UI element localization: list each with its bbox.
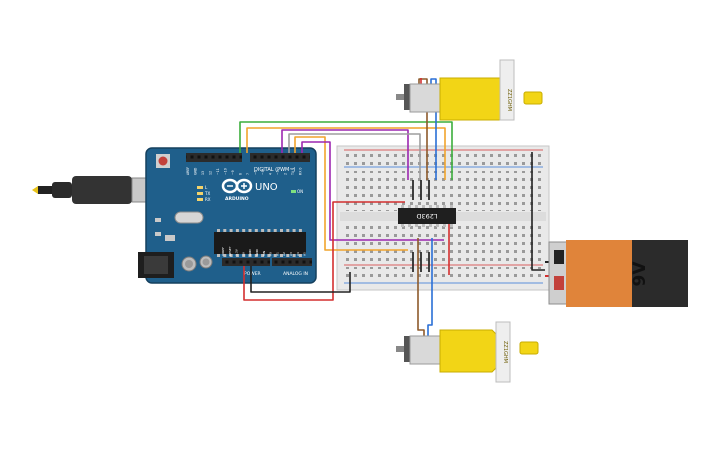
battery-body: [632, 240, 688, 307]
on-label: ON: [297, 189, 303, 194]
battery-terminal-pos: [554, 276, 564, 290]
top-pin-label: ~3: [276, 170, 280, 175]
top-pin-label: 13: [201, 171, 205, 175]
dc-motor-bottom[interactable]: ZZ1GHM: [396, 321, 539, 383]
battery-label: 9V: [630, 261, 650, 287]
wire-motor-bottom-brown[interactable]: [417, 238, 425, 340]
wire-orange-top[interactable]: [246, 127, 446, 180]
bottom-pin-label: A3: [289, 252, 293, 256]
wire-purple-lower[interactable]: [301, 141, 444, 241]
rail-top-holes: [345, 152, 541, 165]
wire-black-right[interactable]: [531, 152, 545, 271]
usb-plug-tip: [38, 186, 52, 194]
usb-plug-arrow-icon: [32, 186, 38, 194]
on-led: [291, 190, 296, 193]
motor-top-label: ZZ1GHM: [506, 89, 512, 111]
bottom-pin-label: IOREF: [221, 247, 225, 256]
battery-9v[interactable]: 9V: [548, 240, 688, 307]
top-pin-label: 7: [246, 173, 250, 175]
atmega-chip: [214, 232, 306, 254]
top-pin-label: 2: [284, 173, 288, 175]
battery-cap: [566, 240, 632, 307]
led-rx: [197, 198, 203, 201]
bottom-pin-label: GND: [248, 248, 252, 256]
usb-cable-strain: [52, 182, 72, 198]
wires: [239, 78, 556, 340]
crystal: [174, 211, 204, 224]
bottom-pin-label: 5V: [241, 251, 245, 256]
wire-grey[interactable]: [288, 133, 421, 180]
bottom-pin-label: VIN: [262, 251, 266, 256]
bottom-pin-label: A1: [275, 252, 279, 256]
led-tx: [197, 192, 203, 195]
led-l: [197, 186, 203, 189]
top-pin-label: ~5: [261, 170, 265, 175]
wire-motor-bottom-blue[interactable]: [427, 238, 433, 340]
battery-terminal-neg: [554, 250, 564, 264]
arduino-infinity-logo-icon: [221, 178, 253, 194]
arduino-brand-label: ARDUINO: [225, 196, 249, 202]
power-label: POWER: [244, 271, 261, 277]
bottom-pin-label: GND: [255, 248, 259, 256]
top-pin-label: GND: [194, 167, 198, 175]
bottom-pin-label: A5: [303, 252, 307, 256]
motor-bottom-gearbox: [439, 329, 501, 373]
led-label-l: L: [205, 185, 208, 190]
top-pin-label: 8: [239, 173, 243, 175]
wire-purple-top[interactable]: [281, 129, 409, 180]
motor-top-clip: [404, 84, 412, 110]
ic-pins: [401, 205, 453, 227]
bottom-pin-label: A2: [282, 252, 286, 256]
bottom-pin-label: A0: [269, 252, 273, 256]
motor-top-wheel-axle: [499, 59, 515, 121]
wire-red-5v[interactable]: [243, 201, 405, 301]
motor-bottom-label: ZZ1GHM: [502, 341, 508, 363]
bottom-pin-label: RESET: [228, 246, 232, 256]
motor-top-can: [409, 83, 441, 113]
top-pin-label: ~6: [254, 170, 258, 175]
chip-pins: [217, 229, 302, 257]
reset-button[interactable]: [158, 156, 168, 166]
motor-bottom-wheel-axle: [495, 321, 511, 383]
digital-label: DIGITAL (PWM~): [254, 167, 296, 173]
wire-orange-long[interactable]: [294, 136, 408, 251]
top-pin-label: 4: [269, 173, 273, 175]
top-pin-label: RX 0: [299, 168, 303, 175]
terminal-upper: [345, 171, 541, 211]
top-pin-label: TX 1: [291, 168, 295, 176]
motor-bottom-tab: [519, 341, 539, 355]
analog-label: ANALOG IN: [283, 271, 308, 277]
usb-plug-body: [72, 176, 132, 204]
uno-label: UNO: [255, 182, 278, 193]
led-label-rx: RX: [205, 197, 211, 202]
ic-body: [398, 208, 456, 224]
top-pin-label: AREF: [186, 167, 190, 175]
top-pin-label: 12: [209, 171, 213, 175]
ic-label: L293D: [416, 212, 437, 220]
wire-black-gnd[interactable]: [250, 266, 351, 293]
rail-bottom-holes: [345, 267, 541, 280]
motor-bottom-shaft: [396, 346, 406, 352]
short-jumpers: [412, 180, 430, 272]
wire-motor-top-brown[interactable]: [418, 78, 428, 180]
motor-bottom-can: [409, 335, 441, 365]
wire-motor-top-blue[interactable]: [430, 78, 437, 180]
top-pin-label: ~9: [231, 170, 235, 175]
top-pin-label: ~11: [216, 168, 220, 175]
terminal-lower: [345, 222, 541, 262]
bottom-pin-label: A4: [296, 252, 300, 256]
led-label-tx: TX: [204, 191, 210, 196]
bottom-pin-label: 3.3V: [235, 248, 239, 256]
motor-top-tab: [523, 91, 543, 105]
wire-green[interactable]: [239, 121, 453, 180]
motor-bottom-clip: [404, 336, 412, 362]
l293d-ic[interactable]: L293D: [398, 205, 456, 227]
top-pin-label: ~10: [224, 168, 228, 175]
dc-motor-top[interactable]: ZZ1GHM: [396, 59, 543, 121]
motor-top-shaft: [396, 94, 406, 100]
